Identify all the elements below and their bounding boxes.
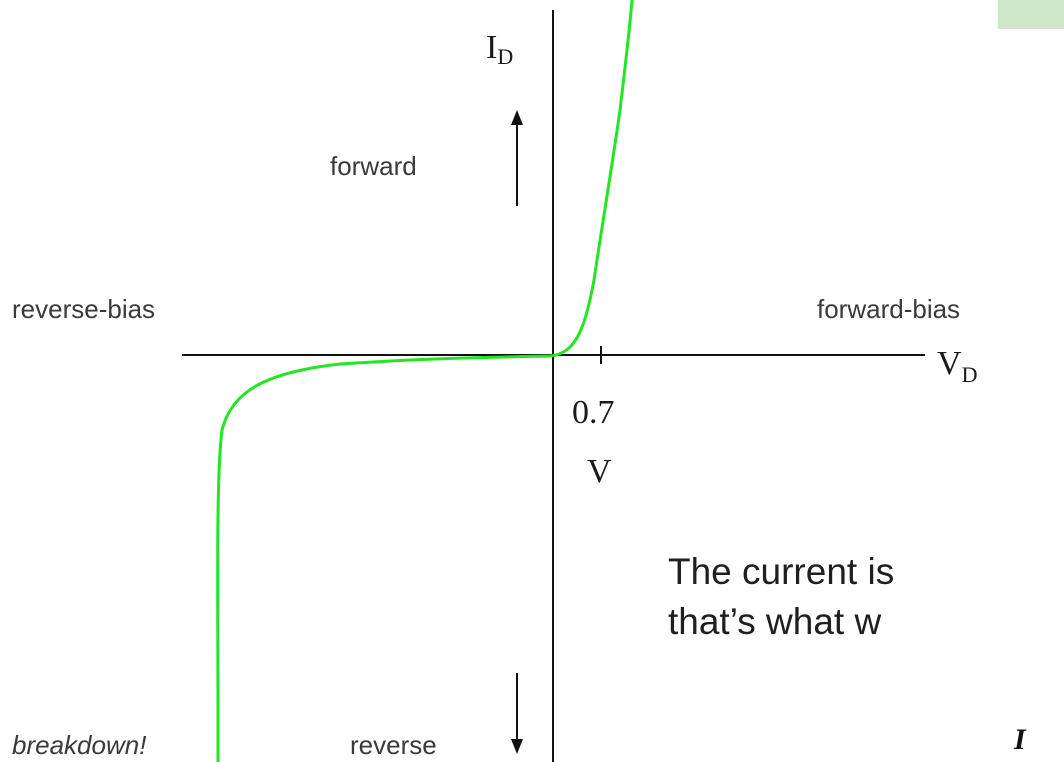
caption-line-2: that’s what w xyxy=(668,601,882,642)
breakdown-label: breakdown! xyxy=(12,730,146,760)
caption-text: The current is that’s what w xyxy=(668,547,1064,647)
tick-value-label: 0.7 xyxy=(572,394,615,431)
diode-iv-curve xyxy=(216,0,634,762)
forward-arrowhead xyxy=(511,110,523,125)
tick-unit-label: V xyxy=(587,453,612,490)
equation-fragment: I xyxy=(1014,723,1026,756)
x-axis-label: VD xyxy=(937,345,977,387)
reverse-bias-label: reverse-bias xyxy=(12,294,155,324)
reverse-arrowhead xyxy=(511,739,523,754)
y-axis-label: ID xyxy=(486,29,513,69)
reverse-label: reverse xyxy=(350,730,437,760)
corner-highlight-box xyxy=(998,0,1064,29)
forward-bias-label: forward-bias xyxy=(817,294,960,324)
forward-label: forward xyxy=(330,151,417,181)
caption-line-1: The current is xyxy=(668,551,895,592)
